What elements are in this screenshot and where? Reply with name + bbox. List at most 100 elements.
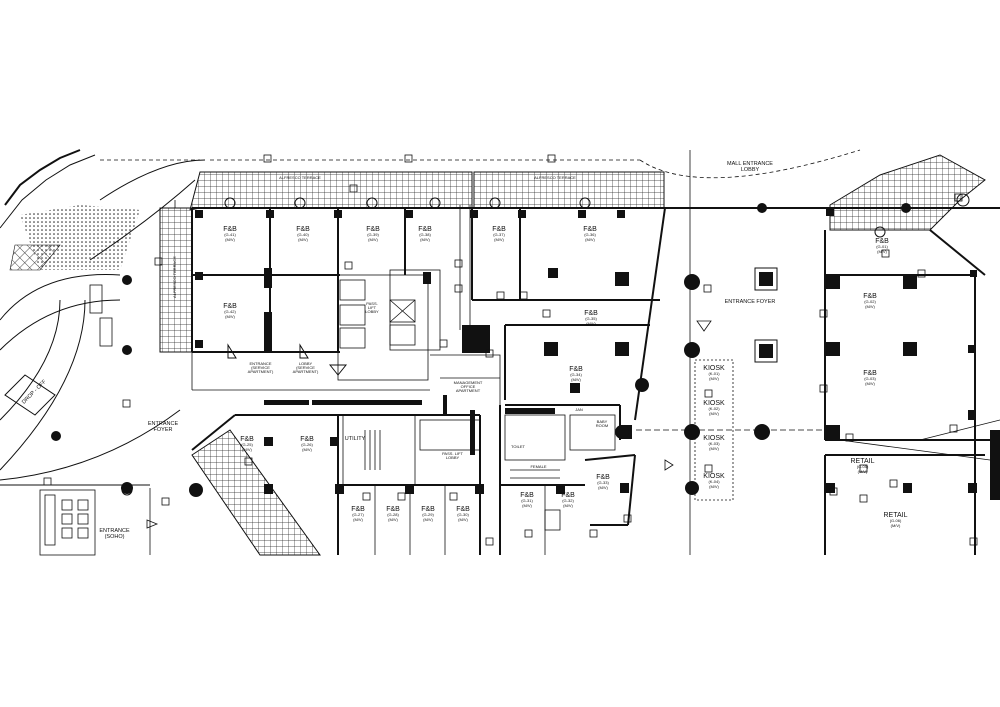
shop-g29: F&B(G-29)(M/V) — [413, 506, 443, 522]
label-females: FEMALE — [530, 464, 547, 469]
shop-g25-name: F&B — [240, 436, 254, 443]
shop-g38-name: F&B — [418, 226, 432, 233]
shop-g02-name: F&B — [863, 293, 877, 300]
shop-g25-code: (G-25) — [241, 442, 253, 448]
label-alfresco-left: ALFRESCO TERRACE — [171, 256, 177, 298]
shop-g36-name: F&B — [583, 226, 597, 233]
shop-g27-code: (G-27) — [352, 512, 364, 518]
shop-g01: F&B(G-01)(M/V) — [867, 238, 897, 254]
foyer-columns — [754, 267, 778, 363]
baby-text: BABY — [596, 419, 608, 424]
shop-g41-name: F&B — [223, 226, 237, 233]
shop-g05-code: (G-05) — [856, 464, 869, 470]
shop-g35-name: F&B — [584, 310, 598, 317]
kiosk-k02-mv: (M/V) — [709, 410, 719, 416]
label-pass-lift-lobby-top: PASS. LIFT LOBBY — [362, 301, 382, 315]
shop-g02-code: (G-02) — [864, 299, 876, 305]
shop-g30-code: (G-30) — [457, 512, 469, 518]
shop-g32: F&B(G-32)(M/V) — [553, 492, 583, 508]
shop-g31-mv: (M/V) — [522, 502, 532, 508]
label-baby-room: BABY ROOM — [592, 419, 612, 429]
lobby-service-text: LOBBY — [298, 361, 313, 366]
shop-g40-mv: (M/V) — [298, 236, 308, 242]
entrance-soho-text: ENTRANCE — [99, 528, 130, 534]
shop-g26: F&B(G-26)(M/V) — [292, 436, 322, 452]
management-text: MANAGEMENT — [453, 380, 483, 385]
shop-g34-name: F&B — [569, 366, 583, 373]
shop-g37-code: (G-37) — [493, 232, 505, 238]
kiosk-k02: KIOSK(K-02)(M/V) — [699, 400, 729, 416]
shop-g26-code: (G-26) — [301, 442, 313, 448]
label-alfresco-terrace-2: ALFRESCO TERRACE — [534, 175, 576, 180]
shop-g01-name: F&B — [875, 238, 889, 245]
kiosk-k04: KIOSK(K-04)(M/V) — [699, 473, 729, 489]
label-entrance-service: ENTRANCE (SERVICE APARTMENT) — [238, 361, 283, 375]
kiosk-k01-mv: (M/V) — [709, 375, 719, 381]
shop-g31-code: (G-31) — [521, 498, 533, 504]
kiosk-k02-name: KIOSK — [703, 400, 725, 407]
kiosk-k03-mv: (M/V) — [709, 445, 719, 451]
lobby-service-2-text: (SERVICE — [296, 365, 315, 371]
shop-g03-mv: (M/V) — [865, 380, 875, 386]
shop-g27-mv: (M/V) — [353, 516, 363, 522]
shop-g26-mv: (M/V) — [302, 446, 312, 452]
round-columns — [51, 203, 911, 497]
shop-g39-code: (G-39) — [367, 232, 379, 238]
shop-g42-mv: (M/V) — [225, 313, 235, 319]
lift-2-text: LIFT — [454, 451, 463, 456]
shop-g06-mv: (M/V) — [890, 522, 901, 528]
office-text: OFFICE — [460, 384, 476, 390]
pass-text: PASS. — [366, 301, 378, 306]
shop-g01-code: (G-01) — [876, 244, 888, 250]
north-markers — [146, 320, 712, 529]
shop-g40-code: (G-40) — [297, 232, 309, 238]
shop-g42: F&B(G-42)(M/V) — [215, 303, 245, 319]
mgmt-apartment-text: APARTMENT — [455, 388, 481, 394]
kiosk-k03-code: (K-03) — [708, 441, 720, 447]
lobby-lift-text: LOBBY — [365, 309, 379, 315]
apartment-text: APARTMENT) — [247, 369, 274, 375]
shop-g42-name: F&B — [223, 303, 237, 310]
shop-g05-mv: (M/V) — [857, 468, 868, 474]
shop-g03-name: F&B — [863, 370, 877, 377]
road-lines — [0, 159, 206, 486]
alfresco-terrace-hatch — [159, 154, 986, 556]
shop-g30-name: F&B — [456, 506, 470, 513]
label-entrance-foyer-left: ENTRANCE FOYER — [138, 421, 188, 434]
shop-g26-name: F&B — [300, 436, 314, 443]
lift-text: LIFT — [367, 305, 377, 311]
shop-g30-mv: (M/V) — [458, 516, 468, 522]
shop-g34: F&B(G-34)(M/V) — [561, 366, 591, 382]
label-utility: UTILITY — [344, 436, 366, 442]
shop-g31: F&B(G-31)(M/V) — [512, 492, 542, 508]
shop-g40: F&B(G-40)(M/V) — [288, 226, 318, 242]
room-text: ROOM — [595, 423, 609, 429]
shop-g29-mv: (M/V) — [423, 516, 433, 522]
shop-g06-code: (G-06) — [889, 518, 902, 524]
shop-g25-mv: (M/V) — [242, 446, 252, 452]
shop-g05: RETAIL(G-05)(M/V) — [845, 458, 880, 474]
shop-g32-name: F&B — [561, 492, 575, 499]
shop-g28-name: F&B — [386, 506, 400, 513]
kiosk-k04-name: KIOSK — [703, 473, 725, 480]
shop-g35-mv: (M/V) — [586, 320, 596, 326]
shop-g38: F&B(G-38)(M/V) — [410, 226, 440, 242]
label-alfresco-terrace-1: ALFRESCO TERRACE — [279, 175, 321, 180]
shop-g35: F&B(G-35)(M/V) — [576, 310, 606, 326]
shop-g28: F&B(G-28)(M/V) — [378, 506, 408, 522]
shop-g27-name: F&B — [351, 506, 365, 513]
label-entrance-foyer-right: ENTRANCE FOYER — [724, 299, 776, 305]
shop-g41: F&B(G-41)(M/V) — [215, 226, 245, 242]
shop-g03: F&B(G-03)(M/V) — [855, 370, 885, 386]
label-management-office: MANAGEMENT OFFICE APARTMENT — [448, 380, 488, 394]
shop-g02: F&B(G-02)(M/V) — [855, 293, 885, 309]
shop-g37: F&B(G-37)(M/V) — [484, 226, 514, 242]
soho-text: (SOHO) — [104, 533, 125, 540]
trees — [121, 193, 970, 496]
shop-g38-mv: (M/V) — [420, 236, 430, 242]
shop-g28-mv: (M/V) — [388, 516, 398, 522]
foyer-text: FOYER — [153, 426, 173, 433]
shop-g28-code: (G-28) — [387, 512, 399, 518]
shop-g42-code: (G-42) — [224, 309, 236, 315]
